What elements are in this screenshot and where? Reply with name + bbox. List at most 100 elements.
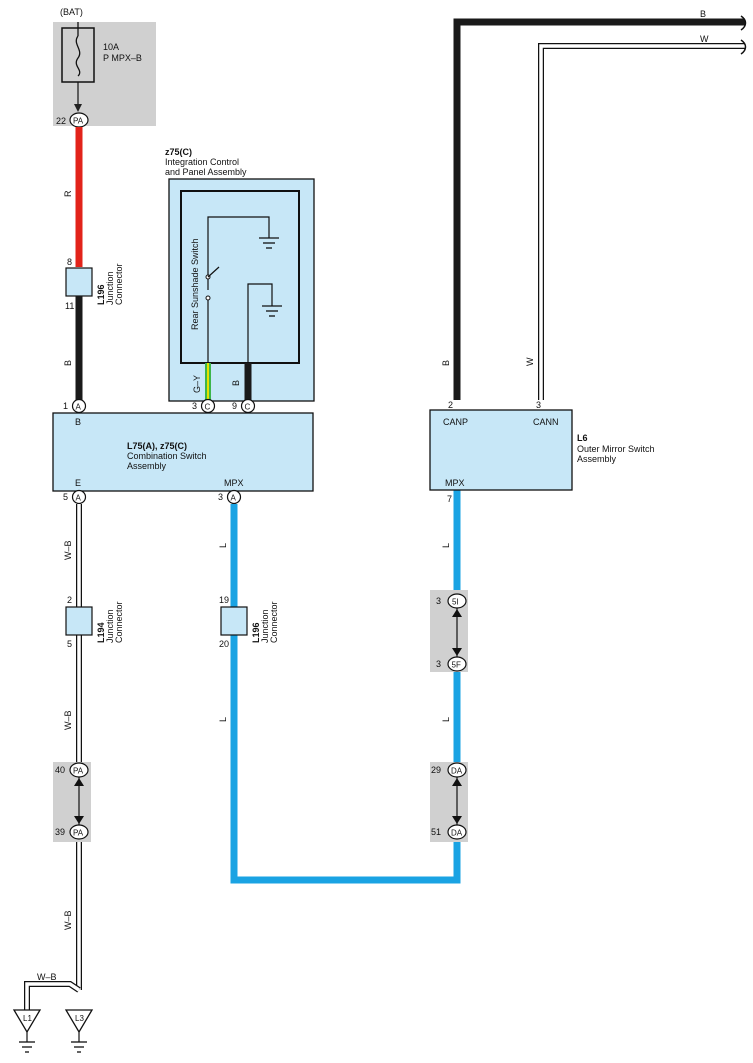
comb-term-e: E: [75, 478, 81, 488]
l196-mid-name2: Connector: [269, 601, 279, 643]
comb-conn-c9-label: C: [245, 403, 251, 412]
da-pin-top: 29: [431, 765, 441, 775]
connector-5i-5f: 3 5I 3 5F: [430, 590, 468, 672]
z75-name2: and Panel Assembly: [165, 167, 247, 177]
rear-sunshade-switch-icon: [205, 216, 270, 363]
can-low-wire-top-label: W: [700, 34, 709, 44]
pa-pin-top: 40: [55, 765, 65, 775]
continuation-mark-top: [740, 15, 747, 31]
ground-branch-wire: [24, 981, 81, 1010]
black-wire-1-label: B: [63, 360, 73, 366]
l196-top-code: L196: [96, 284, 106, 305]
comb-conn-a5-label: A: [76, 494, 82, 503]
combination-switch-assembly: B E MPX L75(A), z75(C) Combination Switc…: [52, 398, 314, 505]
z75-name1: Integration Control: [165, 157, 239, 167]
comb-pin5: 5: [63, 492, 68, 502]
l194-pin-out: 5: [67, 639, 72, 649]
comb-term-b: B: [75, 417, 81, 427]
mirror-name1: Outer Mirror Switch: [577, 444, 655, 454]
wb-wire-label-1: W–B: [63, 540, 73, 560]
da-pin-bottom: 51: [431, 827, 441, 837]
l194-name2: Connector: [114, 601, 124, 643]
pa-pin-bottom: 39: [55, 827, 65, 837]
comb-name2: Assembly: [127, 461, 167, 471]
comb-term-mpx: MPX: [224, 478, 244, 488]
l196-mid-name1: Junction: [260, 609, 270, 643]
connector-da-pair: 29 DA 51 DA: [430, 762, 468, 842]
l196-top-name2: Connector: [114, 263, 124, 305]
conn5-bottom-label: 5F: [452, 661, 461, 670]
mirror-pin-cann: 3: [536, 400, 541, 410]
l196-top-name1: Junction: [105, 271, 115, 305]
fuse-name: P MPX–B: [103, 53, 142, 63]
comb-name1: Combination Switch: [127, 451, 207, 461]
connector-pa-pair: 40 PA 39 PA: [53, 762, 91, 842]
can-high-wire: [453, 18, 745, 400]
wb-wire-label-3: W–B: [63, 910, 73, 930]
integration-control-panel: z75(C) Integration Control and Panel Ass…: [165, 147, 315, 402]
pa-conn-top-label: PA: [73, 767, 84, 776]
mirror-pin-mpx: 7: [447, 494, 452, 504]
junction-l194: 2 5 L194 Junction Connector: [65, 595, 124, 649]
comb-codes: L75(A), z75(C): [127, 441, 187, 451]
comb-pin3a: 3: [218, 492, 223, 502]
ground-icon-lower: [247, 283, 282, 363]
da-top-label: DA: [451, 767, 463, 776]
da-bottom-label: DA: [451, 829, 463, 838]
blue-wire-label-1: L: [218, 543, 228, 548]
l196-mid-code: L196: [251, 622, 261, 643]
mirror-term-canp: CANP: [443, 417, 468, 427]
mirror-code: L6: [577, 433, 588, 443]
ground-l1-label: L1: [23, 1014, 32, 1023]
continuation-mark-bottom: [740, 39, 747, 55]
comb-conn-a1: [71, 398, 87, 414]
can-low-wire: [538, 43, 745, 400]
blue-wire-label-4: L: [441, 717, 451, 722]
ground-icon-upper: [259, 237, 279, 249]
mirror-term-cann: CANN: [533, 417, 559, 427]
comb-pin3c: 3: [192, 401, 197, 411]
comb-conn-a1-label: A: [76, 403, 82, 412]
fuse-icon: [75, 35, 81, 77]
fuse-pin-number: 22: [56, 116, 66, 126]
comb-conn-c3: [200, 398, 216, 414]
pa-conn-bottom-label: PA: [73, 829, 84, 838]
ground-l3-label: L3: [75, 1014, 84, 1023]
conn5-pin-bottom: 3: [436, 659, 441, 669]
l194-code: L194: [96, 622, 106, 643]
ground-l3: L3: [64, 1009, 94, 1053]
green-yellow-wire-label: G–Y: [192, 375, 202, 393]
comb-conn-a5: [71, 489, 87, 505]
fuse-block: (BAT) 10A P MPX–B 22 PA: [53, 7, 156, 128]
junction-l196-top: 8 11 L196 Junction Connector: [65, 257, 124, 311]
wb-wire-label-2: W–B: [63, 710, 73, 730]
outer-mirror-switch-assembly: 2 3 CANP CANN MPX 7 L6 Outer Mirror Swit…: [429, 400, 655, 504]
z75-code: z75(C): [165, 147, 192, 157]
blue-wire-label-2: L: [218, 717, 228, 722]
l196-top-pin-out: 11: [65, 301, 74, 311]
conn5-pin-top: 3: [436, 596, 441, 606]
blue-wire-label-3: L: [441, 543, 451, 548]
comb-pin1: 1: [63, 401, 68, 411]
comb-pin9: 9: [232, 401, 237, 411]
fuse-source-label: (BAT): [60, 7, 83, 17]
l196-mid-pin-in: 19: [219, 595, 229, 605]
rear-sunshade-switch-label: Rear Sunshade Switch: [190, 238, 200, 330]
conn5-top-label: 5I: [452, 598, 459, 607]
blue-mpx-wire: [230, 488, 461, 884]
fuse-connector-label: PA: [73, 117, 84, 126]
can-high-wire-label: B: [441, 360, 451, 366]
red-wire-label: R: [63, 190, 73, 197]
l196-mid-pin-out: 20: [219, 639, 229, 649]
l196-top-pin-in: 8: [67, 257, 72, 267]
l194-name1: Junction: [105, 609, 115, 643]
mirror-term-mpx: MPX: [445, 478, 465, 488]
mirror-pin-canp: 2: [448, 400, 453, 410]
ground-branch-label: W–B: [37, 972, 57, 982]
comb-conn-a3: [226, 489, 242, 505]
can-high-wire-top-label: B: [700, 9, 706, 19]
comb-conn-c9: [240, 398, 256, 414]
junction-l196-mid: 19 20 L196 Junction Connector: [219, 595, 279, 649]
mirror-name2: Assembly: [577, 454, 617, 464]
